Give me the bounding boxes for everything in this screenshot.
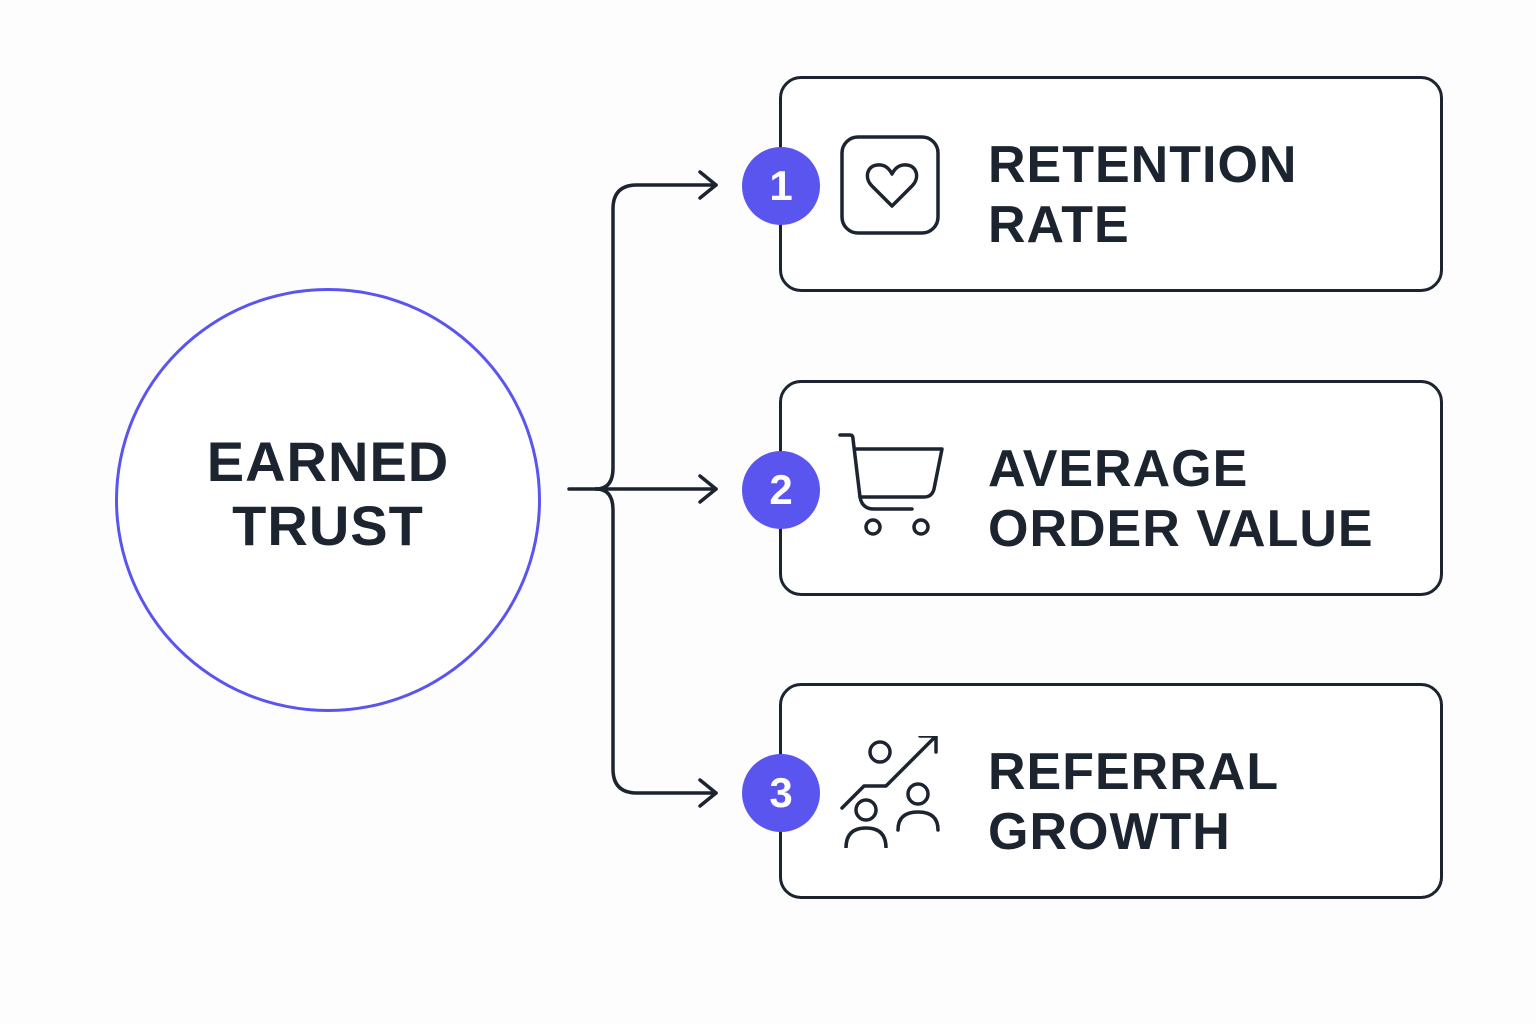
connector-branch-3 bbox=[594, 487, 718, 795]
referral-growth-icon bbox=[840, 736, 940, 848]
hub-title: EARNED TRUST bbox=[206, 430, 450, 557]
outcome-label: REFERRAL GROWTH bbox=[988, 743, 1280, 861]
shopping-cart-icon bbox=[838, 433, 944, 536]
outcome-card-average-order-value: 2 AVERAGE ORDER VALUE bbox=[742, 380, 1443, 596]
outcome-label: AVERAGE ORDER VALUE bbox=[988, 440, 1374, 558]
arrowhead-1 bbox=[698, 170, 718, 200]
hub-circle: EARNED TRUST bbox=[115, 288, 541, 712]
outcome-card-retention-rate: 1 RETENTION RATE bbox=[742, 76, 1443, 292]
heart-in-square-icon bbox=[840, 135, 940, 235]
arrowhead-2 bbox=[698, 474, 718, 504]
outcome-card-referral-growth: 3 REFERRAL GROWTH bbox=[742, 683, 1443, 899]
step-badge: 1 bbox=[742, 147, 820, 225]
step-badge: 3 bbox=[742, 754, 820, 832]
arrowhead-3 bbox=[698, 778, 718, 808]
step-badge: 2 bbox=[742, 451, 820, 529]
outcome-label: RETENTION RATE bbox=[988, 136, 1298, 254]
connector-branch-1 bbox=[594, 183, 718, 491]
